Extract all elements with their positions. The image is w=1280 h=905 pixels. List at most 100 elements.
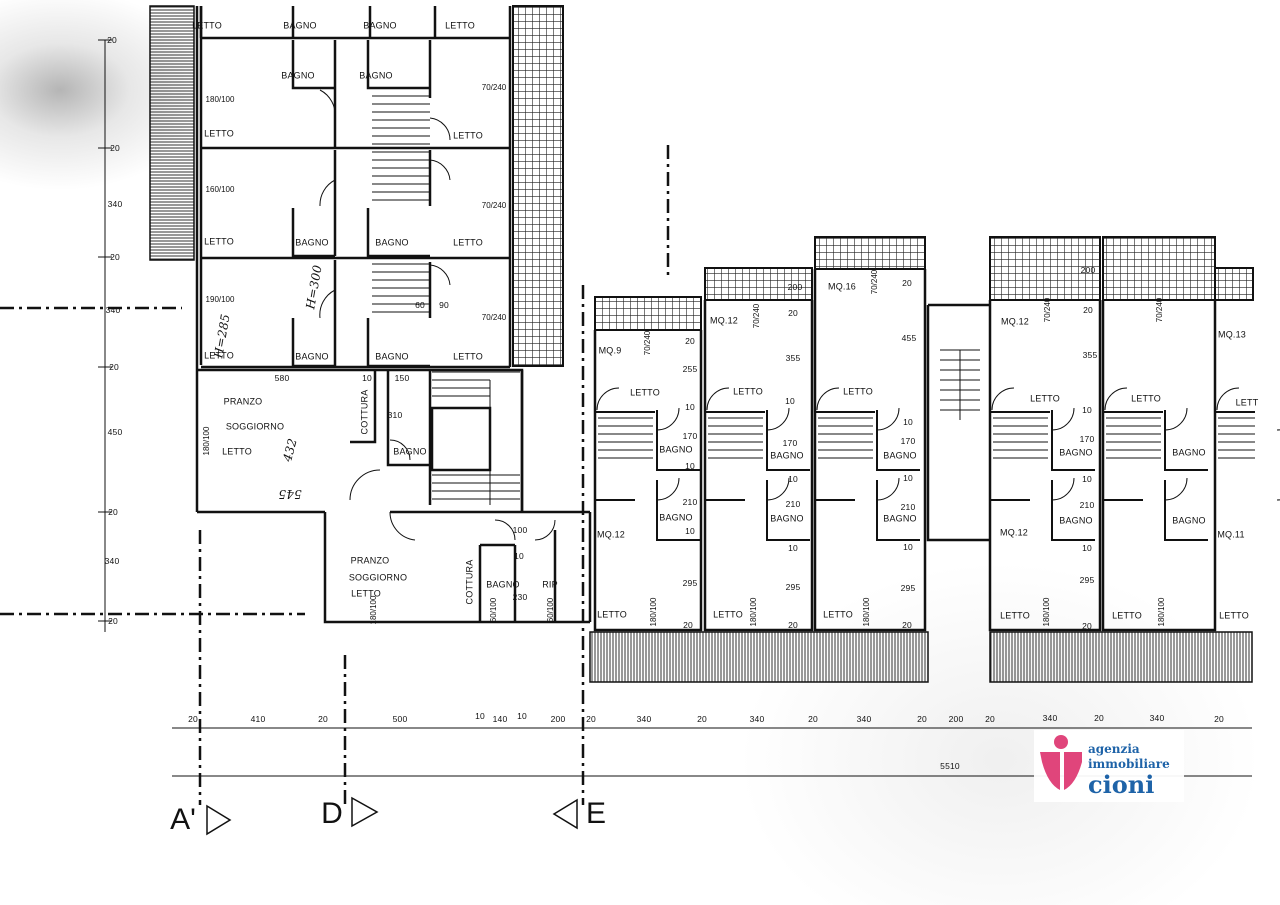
dimension-label: 20 bbox=[788, 619, 798, 630]
dimension-label: 20 bbox=[902, 619, 912, 630]
dimension-label: 20 bbox=[1082, 620, 1092, 631]
room-label: LETTO bbox=[453, 130, 483, 141]
dimension-label: 5510 bbox=[940, 760, 960, 771]
dimension-label: 355 bbox=[1082, 349, 1098, 360]
unit-walls bbox=[1103, 410, 1208, 541]
unit-walls bbox=[990, 410, 1095, 541]
dimension-label: 20 bbox=[917, 713, 927, 724]
section-arrows bbox=[206, 796, 578, 836]
room-label: LETTO bbox=[222, 446, 252, 457]
door-swings bbox=[706, 387, 790, 501]
room-label: MQ.12 bbox=[999, 527, 1029, 538]
dimension-label: 230 bbox=[512, 591, 528, 602]
room-label: LETTO bbox=[843, 386, 873, 397]
dimension-label: 70/240 bbox=[643, 330, 652, 356]
dimension-label: 180/100 bbox=[202, 426, 211, 456]
dimension-label: 200 bbox=[948, 713, 964, 724]
dimension-label: 10 bbox=[685, 525, 695, 536]
dimension-label: 210 bbox=[785, 498, 801, 509]
room-label: LETTO bbox=[204, 128, 234, 139]
dimension-label: 200 bbox=[1080, 264, 1096, 275]
section-marker: A' bbox=[170, 803, 196, 836]
dimension-label: 10 bbox=[785, 395, 795, 406]
dimension-label: 10 bbox=[903, 472, 913, 483]
dimension-label: 160/100 bbox=[205, 185, 235, 194]
room-label: BAGNO bbox=[359, 70, 393, 81]
dimension-label: 190/100 bbox=[205, 295, 235, 304]
room-label: LETTO bbox=[733, 386, 763, 397]
dimension-label: 180/100 bbox=[205, 95, 235, 104]
room-label: BAGNO bbox=[1172, 515, 1206, 526]
dimension-label: 180/100 bbox=[749, 597, 758, 627]
middle-block-walls bbox=[197, 368, 592, 624]
room-label: MQ.9 bbox=[598, 345, 622, 356]
dimension-label: 10 bbox=[514, 550, 524, 561]
dimension-label: 20 bbox=[107, 34, 117, 45]
door-swings bbox=[991, 387, 1075, 501]
dimension-label: 340 bbox=[856, 713, 872, 724]
logo-mark bbox=[1040, 735, 1082, 790]
dimension-label: 210 bbox=[1079, 499, 1095, 510]
dimension-label: 60 bbox=[415, 299, 425, 310]
section-marker: D bbox=[321, 797, 343, 830]
dimension-label: 310 bbox=[387, 409, 403, 420]
dimension-label: 20 bbox=[108, 615, 118, 626]
dimension-label: 20 bbox=[110, 251, 120, 262]
room-label: COTTURA bbox=[464, 559, 475, 605]
room-label: MQ.13 bbox=[1217, 329, 1247, 340]
dimension-label: 20 bbox=[1083, 304, 1093, 315]
unit-walls bbox=[815, 410, 920, 541]
room-label: LETTO bbox=[453, 237, 483, 248]
dimension-label: 100 bbox=[512, 524, 528, 535]
dimension-label: 170 bbox=[782, 437, 798, 448]
dimension-label: 60/100 bbox=[546, 597, 555, 623]
dimension-label: 20 bbox=[318, 713, 328, 724]
room-label: BAGNO bbox=[770, 513, 804, 524]
dimension-label: 70/240 bbox=[1155, 297, 1164, 323]
room-label: BAGNO bbox=[1059, 515, 1093, 526]
room-label: LETT bbox=[1235, 397, 1259, 408]
dimension-label: 150 bbox=[394, 372, 410, 383]
dimension-label: 180/100 bbox=[649, 597, 658, 627]
room-label: LETTO bbox=[351, 588, 381, 599]
dimension-label: 70/240 bbox=[870, 269, 879, 295]
dimension-label: 20 bbox=[586, 713, 596, 724]
dimension-label: 70/240 bbox=[481, 313, 507, 322]
room-label: LETTO bbox=[597, 609, 627, 620]
dimension-label: 340 bbox=[107, 198, 123, 209]
dimension-label: 10 bbox=[903, 416, 913, 427]
room-label: LETTO bbox=[1131, 393, 1161, 404]
unit-stairs bbox=[818, 417, 873, 459]
room-label: PRANZO bbox=[350, 555, 390, 566]
room-label: LETTO bbox=[1030, 393, 1060, 404]
dimension-label: 20 bbox=[108, 506, 118, 517]
dimension-label: 10 bbox=[685, 460, 695, 471]
dimension-label: 500 bbox=[392, 713, 408, 724]
room-label: LETTO bbox=[823, 609, 853, 620]
dimension-label: 450 bbox=[107, 426, 123, 437]
room-label: LETTO bbox=[204, 236, 234, 247]
dimension-label: 340 bbox=[636, 713, 652, 724]
dimension-label: 20 bbox=[1094, 712, 1104, 723]
unit-stairs bbox=[598, 417, 653, 459]
top-wing-walls bbox=[195, 6, 512, 512]
room-label: BAGNO bbox=[883, 513, 917, 524]
logo-line3: cioni bbox=[1088, 770, 1155, 799]
dimension-label: 170 bbox=[900, 435, 916, 446]
dimension-label: 20 bbox=[808, 713, 818, 724]
dimension-label: 295 bbox=[785, 581, 801, 592]
dimension-label: 200 bbox=[787, 281, 803, 292]
room-label: BAGNO bbox=[1059, 447, 1093, 458]
door-swings bbox=[816, 387, 900, 501]
dimension-label: 340 bbox=[105, 304, 121, 315]
dimension-label: 70/240 bbox=[752, 303, 761, 329]
dimension-label: 70/240 bbox=[481, 83, 507, 92]
dimension-label: 170 bbox=[682, 430, 698, 441]
dimension-label: 20 bbox=[902, 277, 912, 288]
room-label: BAGNO bbox=[659, 444, 693, 455]
room-label: SOGGIORNO bbox=[225, 421, 285, 432]
room-label: LETTO bbox=[1000, 610, 1030, 621]
door-swings bbox=[1216, 387, 1280, 501]
logo-line1: agenzia bbox=[1088, 742, 1140, 756]
